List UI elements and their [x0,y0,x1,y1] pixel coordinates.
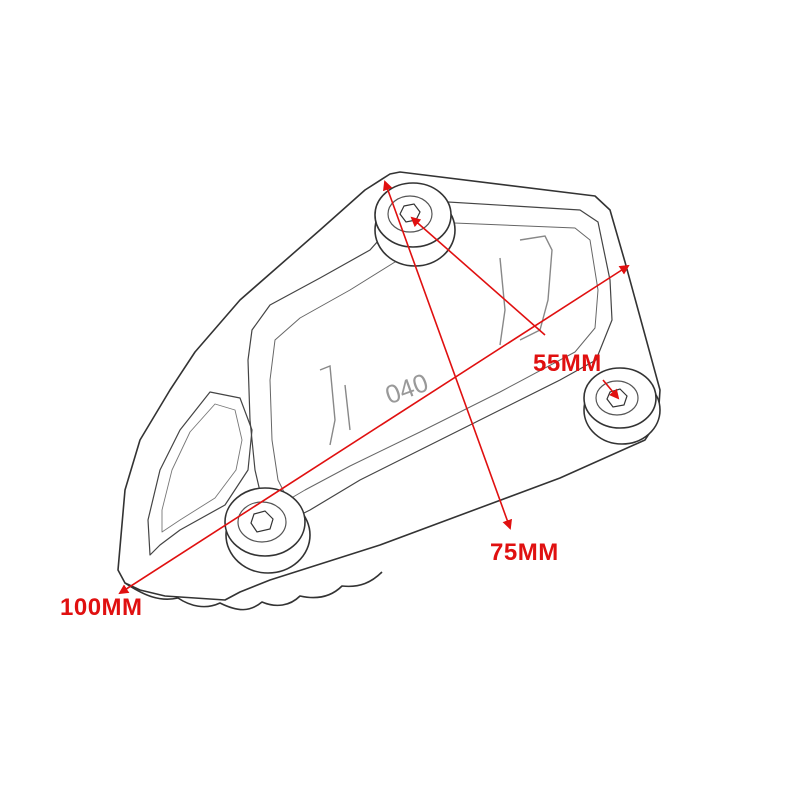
dimension-lines [118,180,630,595]
dimension-label-100mm: 100MM [60,594,143,621]
bolt-left [224,487,311,574]
stamp-text: 040 [381,367,432,410]
dimension-line-100mm [118,264,630,595]
dimension-line-55mm [410,216,546,336]
dimension-line-55mm-tail [602,379,620,400]
dimension-line-75mm [383,180,512,530]
bolt-top [374,182,456,267]
embossed-logo [319,235,553,446]
bolt-right [583,367,661,445]
dimension-label-55mm: 55MM [533,350,602,377]
dimension-label-75mm: 75MM [490,539,559,566]
